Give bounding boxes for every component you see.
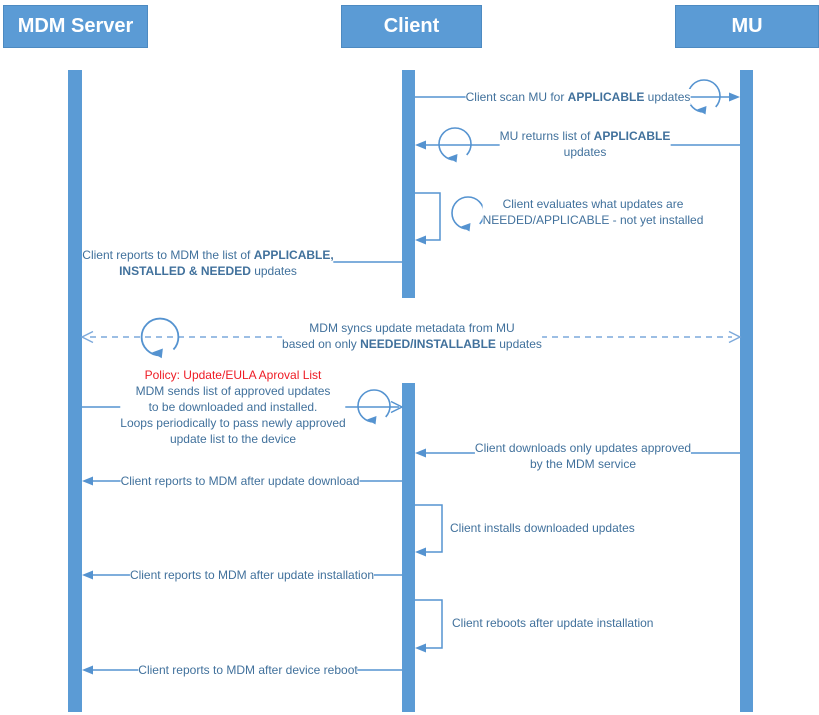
actor-label-mdm-server: MDM Server bbox=[17, 15, 134, 37]
actor-header-mu: MU bbox=[675, 5, 819, 48]
self-arrow-client-reboots bbox=[415, 599, 443, 653]
message-label-mu-returns-list: MU returns list of APPLICABLE updates bbox=[499, 128, 671, 160]
actor-label-mu: MU bbox=[731, 15, 763, 37]
message-label-report-after-reboot: Client reports to MDM after device reboo… bbox=[138, 662, 358, 678]
message-label-client-downloads-approved: Client downloads only updates approved b… bbox=[474, 440, 692, 472]
lifeline-client-lower bbox=[402, 383, 415, 712]
lifeline-mu bbox=[740, 70, 753, 712]
message-label-mdm-sends-approved-list: Policy: Update/EULA Aproval List MDM sen… bbox=[120, 367, 346, 447]
message-label-client-evaluates: Client evaluates what updates are NEEDED… bbox=[482, 196, 704, 228]
self-arrow-client-evaluates bbox=[415, 192, 441, 245]
message-label-mdm-syncs-metadata: MDM syncs update metadata from MU based … bbox=[282, 320, 542, 352]
loop-icon bbox=[451, 196, 485, 233]
message-label-client-scan-mu: Client scan MU for APPLICABLE updates bbox=[465, 89, 691, 105]
actor-label-client: Client bbox=[383, 15, 440, 37]
message-label-client-reports-list: Client reports to MDM the list of APPLIC… bbox=[82, 247, 334, 279]
self-arrow-client-installs bbox=[415, 504, 443, 557]
message-label-client-installs: Client installs downloaded updates bbox=[450, 520, 635, 536]
loop-icon bbox=[140, 317, 180, 360]
policy-title: Policy: Update/EULA Aproval List bbox=[144, 368, 322, 382]
lifeline-mdm-server bbox=[68, 70, 82, 712]
actor-header-client: Client bbox=[341, 5, 482, 48]
message-label-client-reboots: Client reboots after update installation bbox=[452, 615, 654, 631]
lifeline-client-upper bbox=[402, 70, 415, 298]
actor-header-mdm-server: MDM Server bbox=[3, 5, 148, 48]
message-label-report-after-download: Client reports to MDM after update downl… bbox=[120, 473, 360, 489]
message-label-report-after-installation: Client reports to MDM after update insta… bbox=[129, 567, 375, 583]
